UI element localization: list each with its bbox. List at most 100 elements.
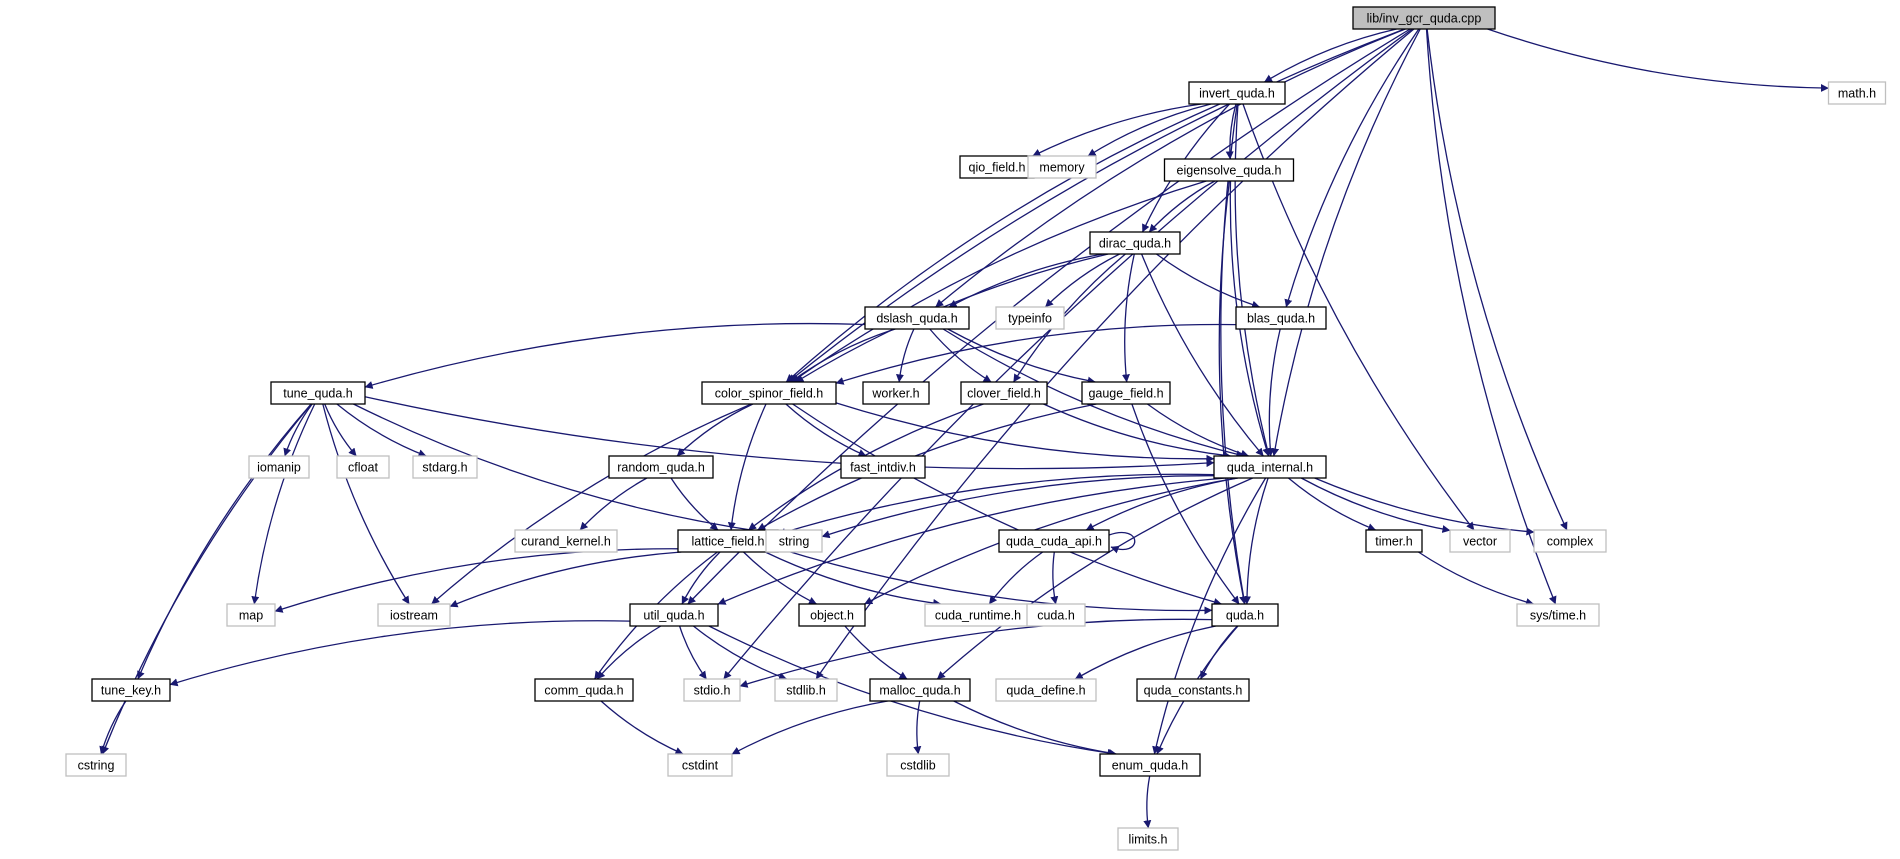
- edge-qudah-to-stdio: [739, 618, 1213, 688]
- node-label-util: util_quda.h: [643, 609, 704, 623]
- node-box-typeinfo: [995, 306, 1065, 330]
- node-label-cstring: cstring: [78, 759, 115, 773]
- node-label-comm: comm_quda.h: [544, 684, 623, 698]
- node-tunekey[interactable]: tune_key.h: [91, 678, 171, 702]
- edge-inv_gcr-to-complex: [1426, 28, 1568, 531]
- node-label-complex: complex: [1547, 535, 1594, 549]
- edge-lattice-to-util: [681, 551, 721, 605]
- edge-inv_gcr-to-mathh: [1487, 28, 1829, 92]
- node-stdlib: stdlib.h: [774, 678, 838, 702]
- node-fastintdiv[interactable]: fast_intdiv.h: [840, 455, 926, 479]
- edge-cudaapi-to-cudah: [1050, 551, 1059, 605]
- node-iostream: iostream: [377, 603, 451, 627]
- edge-invert-to-eigen: [1225, 103, 1237, 160]
- node-eigen[interactable]: eigensolve_quda.h: [1163, 158, 1295, 182]
- node-box-systime: [1516, 603, 1600, 627]
- edge-dslash-to-clover: [929, 328, 992, 383]
- node-box-worker: [862, 381, 930, 405]
- node-box-stdarg: [412, 455, 478, 479]
- node-label-memory: memory: [1039, 161, 1085, 175]
- edge-cudaapi-to-cudaruntime: [988, 551, 1044, 605]
- edge-colorspinor-to-qinternal: [835, 402, 1215, 463]
- node-box-random: [608, 455, 714, 479]
- node-box-comm: [534, 678, 634, 702]
- node-qinternal[interactable]: quda_internal.h: [1213, 455, 1327, 479]
- edge-dslash-to-tune: [364, 322, 866, 389]
- node-dirac[interactable]: dirac_quda.h: [1089, 231, 1181, 255]
- edge-colorspinor-to-iostream: [431, 403, 752, 605]
- edge-inv_gcr-to-stdlib: [815, 28, 1415, 680]
- node-clover[interactable]: clover_field.h: [960, 381, 1048, 405]
- edge-malloc-to-cstdlib: [913, 700, 922, 755]
- edge-inv_gcr-to-invert: [1264, 28, 1397, 83]
- node-worker[interactable]: worker.h: [862, 381, 930, 405]
- edge-qinternal-to-enum: [1152, 477, 1267, 755]
- node-box-fastintdiv: [840, 455, 926, 479]
- node-label-cfloat: cfloat: [348, 461, 378, 475]
- node-dslash[interactable]: dslash_quda.h: [864, 306, 970, 330]
- node-invert[interactable]: invert_quda.h: [1188, 81, 1286, 105]
- node-mathh: math.h: [1827, 81, 1887, 105]
- edge-comm-to-cstdint: [600, 700, 684, 755]
- edge-gauge-to-lattice: [757, 403, 1097, 531]
- node-box-object: [798, 603, 866, 627]
- edge-gauge-to-qinternal: [1147, 403, 1249, 458]
- node-label-stdlib: stdlib.h: [786, 684, 826, 698]
- node-box-tunekey: [91, 678, 171, 702]
- edge-util-to-tunekey: [169, 620, 631, 687]
- node-object[interactable]: object.h: [798, 603, 866, 627]
- edge-eigen-to-dirac: [1148, 180, 1216, 233]
- node-qudah[interactable]: quda.h: [1211, 603, 1279, 627]
- node-cstdint: cstdint: [667, 753, 733, 777]
- edge-invert-to-qio: [1032, 103, 1202, 157]
- edge-dirac-to-blas: [1156, 253, 1260, 309]
- edge-inv_gcr-to-dslash: [935, 28, 1406, 308]
- node-malloc[interactable]: malloc_quda.h: [869, 678, 971, 702]
- node-cfloat: cfloat: [336, 455, 390, 479]
- node-box-eigen: [1163, 158, 1295, 182]
- node-label-gauge: gauge_field.h: [1088, 387, 1163, 401]
- node-colorspinor[interactable]: color_spinor_field.h: [701, 381, 837, 405]
- node-enum[interactable]: enum_quda.h: [1099, 753, 1201, 777]
- node-label-qdefine: quda_define.h: [1006, 684, 1085, 698]
- node-random[interactable]: random_quda.h: [608, 455, 714, 479]
- edge-eigen-to-colorspinor: [791, 180, 1207, 383]
- node-label-fastintdiv: fast_intdiv.h: [850, 461, 916, 475]
- node-iomanip: iomanip: [248, 455, 310, 479]
- node-box-colorspinor: [701, 381, 837, 405]
- node-inv_gcr[interactable]: lib/inv_gcr_quda.cpp: [1352, 6, 1496, 30]
- node-limits: limits.h: [1117, 827, 1179, 851]
- node-timer[interactable]: timer.h: [1365, 529, 1423, 553]
- node-lattice[interactable]: lattice_field.h: [677, 529, 779, 553]
- node-comm[interactable]: comm_quda.h: [534, 678, 634, 702]
- node-cudaapi[interactable]: quda_cuda_api.h: [998, 529, 1110, 553]
- node-gauge[interactable]: gauge_field.h: [1081, 381, 1171, 405]
- edge-tune-to-iostream: [322, 403, 410, 605]
- node-memory: memory: [1027, 155, 1097, 179]
- node-label-eigen: eigensolve_quda.h: [1177, 164, 1282, 178]
- node-blas[interactable]: blas_quda.h: [1235, 306, 1327, 330]
- edge-colorspinor-to-qudah: [792, 403, 1222, 606]
- node-tune[interactable]: tune_quda.h: [270, 381, 366, 405]
- edge-dirac-to-dslash: [948, 253, 1104, 308]
- edge-qudah-to-qdefine: [1074, 625, 1216, 680]
- node-box-cudaapi: [998, 529, 1110, 553]
- node-label-stdio: stdio.h: [694, 684, 731, 698]
- edge-tune-to-qinternal: [364, 396, 1215, 470]
- edge-lattice-to-qudah: [777, 547, 1213, 615]
- node-qconst[interactable]: quda_constants.h: [1136, 678, 1250, 702]
- node-box-invert: [1188, 81, 1286, 105]
- node-util[interactable]: util_quda.h: [629, 603, 719, 627]
- node-complex: complex: [1533, 529, 1607, 553]
- node-box-map: [226, 603, 276, 627]
- node-label-mathh: math.h: [1838, 87, 1876, 101]
- node-box-cfloat: [336, 455, 390, 479]
- edge-enum-to-limits: [1143, 775, 1152, 829]
- node-box-util: [629, 603, 719, 627]
- node-systime: sys/time.h: [1516, 603, 1600, 627]
- edge-invert-to-qinternal: [1234, 103, 1272, 457]
- edge-malloc-to-enum: [953, 700, 1117, 757]
- edge-util-to-stdio: [678, 625, 707, 680]
- node-qio[interactable]: qio_field.h: [959, 155, 1035, 179]
- edge-lattice-to-object: [743, 551, 817, 605]
